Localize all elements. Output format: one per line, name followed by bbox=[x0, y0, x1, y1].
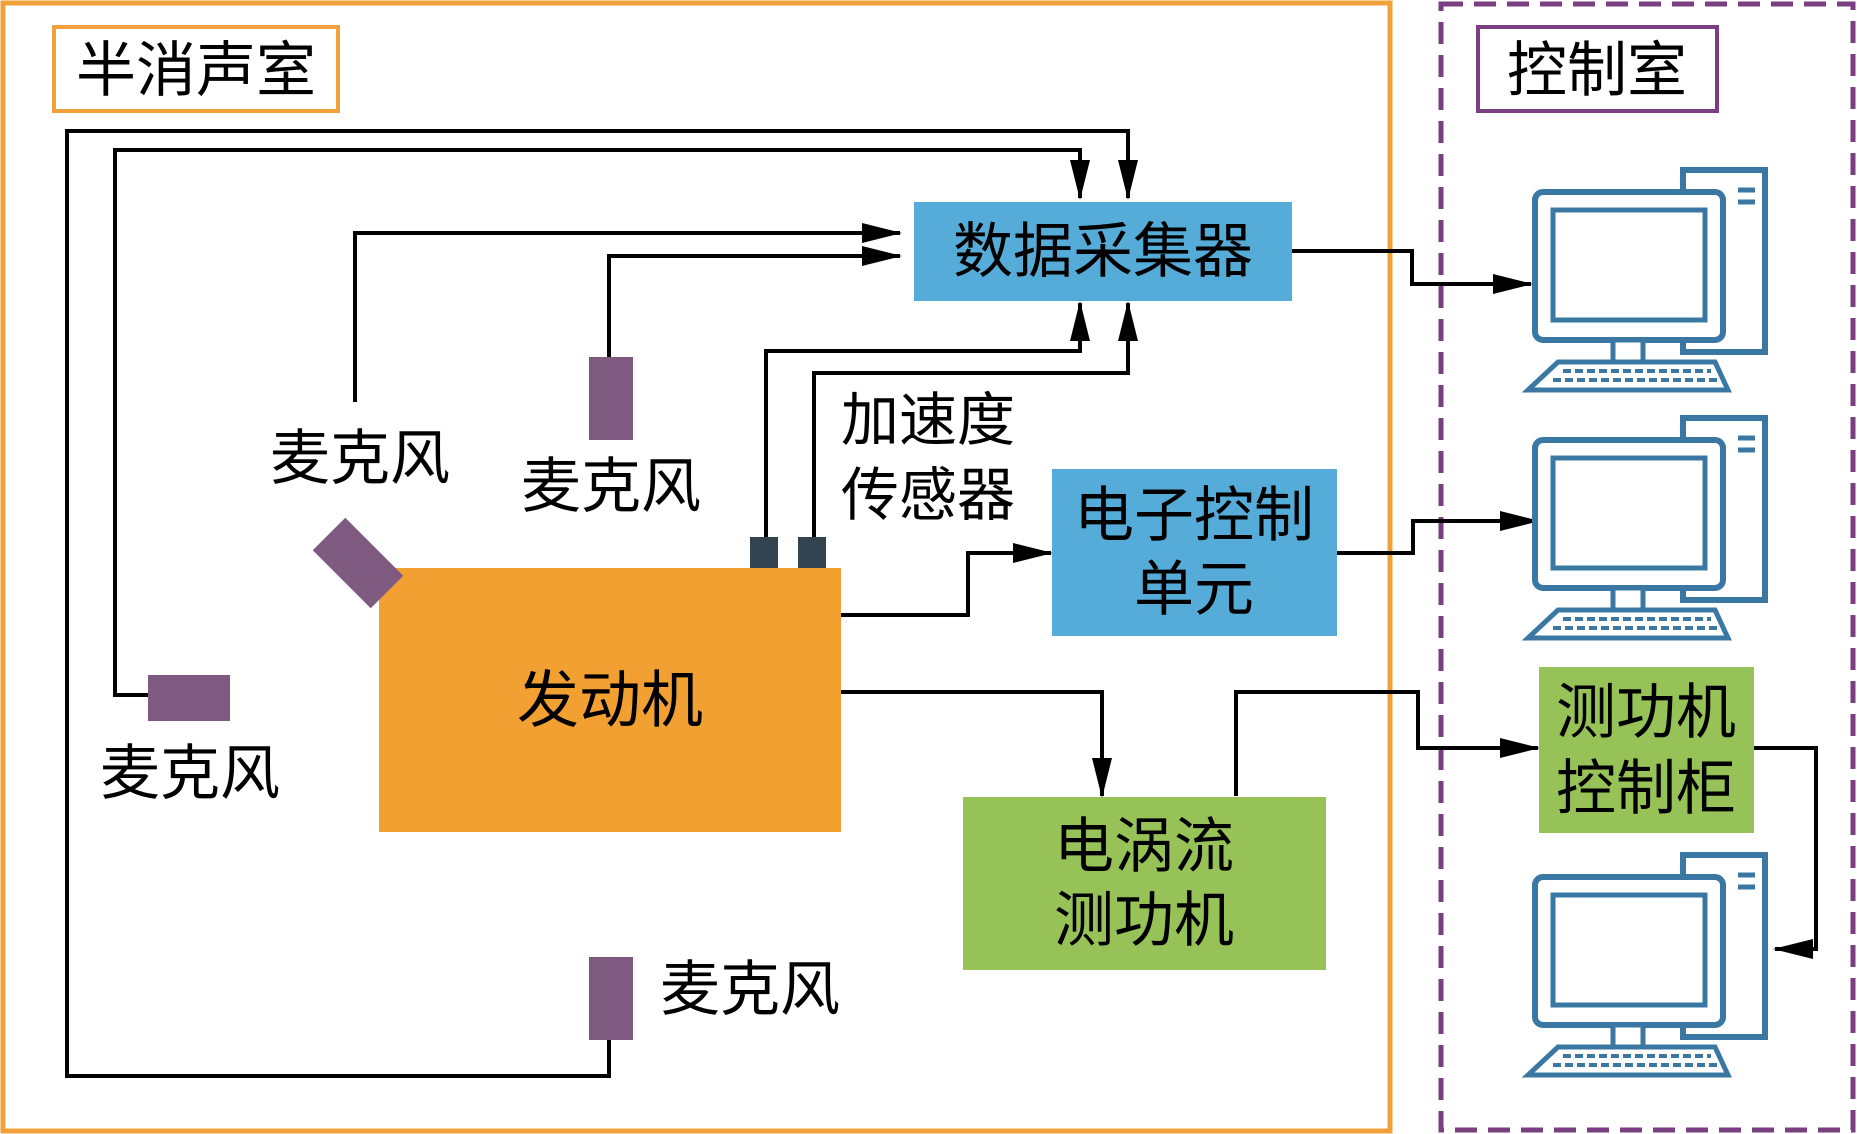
control-room-border bbox=[1438, 1, 1856, 1133]
dyno-label-line2: 测功机 bbox=[1054, 886, 1234, 956]
microphone-left bbox=[148, 675, 230, 721]
dyno-cabinet-label-line2: 控制柜 bbox=[1556, 754, 1736, 824]
ecu-label-line2: 单元 bbox=[1134, 555, 1254, 625]
line-mic-topleft-to-daq bbox=[353, 223, 902, 402]
line-engine-to-ecu bbox=[841, 543, 1053, 617]
engine-label: 发动机 bbox=[517, 664, 703, 737]
line-mic-topcenter-to-daq bbox=[607, 246, 902, 357]
dyno-cabinet-label-line1: 测功机 bbox=[1556, 678, 1736, 748]
line-ecu-to-pc2 bbox=[1336, 511, 1540, 555]
microphone-top-left bbox=[312, 517, 404, 609]
ecu-box bbox=[1052, 469, 1337, 636]
control-room-label: 控制室 bbox=[1507, 36, 1687, 106]
line-mic-bottom-to-daq bbox=[65, 129, 1138, 1078]
control-room-label-box bbox=[1476, 25, 1719, 113]
microphone-bottom bbox=[589, 957, 633, 1040]
accelerometer-1 bbox=[750, 537, 778, 568]
microphone-top-center bbox=[589, 357, 633, 440]
semi-anechoic-room-label: 半消声室 bbox=[76, 36, 316, 106]
line-engine-to-dyno bbox=[841, 690, 1112, 798]
ecu-label-line1: 电子控制 bbox=[1074, 481, 1314, 551]
semi-anechoic-room-label-box bbox=[52, 25, 340, 113]
line-accel2-to-daq bbox=[812, 301, 1138, 537]
dyno-box bbox=[963, 797, 1326, 970]
data-acquisition-box bbox=[914, 202, 1292, 301]
accelerometer-2 bbox=[798, 537, 826, 568]
mic-bottom-label: 麦克风 bbox=[660, 955, 840, 1025]
computer-icon bbox=[1528, 418, 1765, 638]
computer-icon bbox=[1528, 170, 1765, 390]
line-cabinet-to-pc3 bbox=[1753, 746, 1818, 959]
semi-anechoic-room-border bbox=[0, 0, 1393, 1134]
line-daq-to-pc1 bbox=[1291, 249, 1533, 294]
line-accel1-to-daq bbox=[764, 301, 1090, 537]
dyno-cabinet-box bbox=[1539, 667, 1754, 833]
mic-left-label: 麦克风 bbox=[100, 739, 280, 809]
engine-box bbox=[379, 568, 841, 832]
dyno-label-line1: 电涡流 bbox=[1054, 812, 1234, 882]
mic-top-left-label: 麦克风 bbox=[270, 424, 450, 494]
accelerometer-label-line1: 加速度 bbox=[841, 386, 1015, 454]
connection-lines bbox=[65, 129, 1818, 1078]
data-acquisition-label: 数据采集器 bbox=[953, 217, 1253, 287]
accelerometer-label-line2: 传感器 bbox=[841, 461, 1015, 529]
line-dyno-to-cabinet bbox=[1234, 690, 1540, 796]
line-mic-left-to-daq bbox=[113, 148, 1090, 697]
mic-top-center-label: 麦克风 bbox=[521, 452, 701, 522]
computer-icon bbox=[1528, 855, 1765, 1075]
